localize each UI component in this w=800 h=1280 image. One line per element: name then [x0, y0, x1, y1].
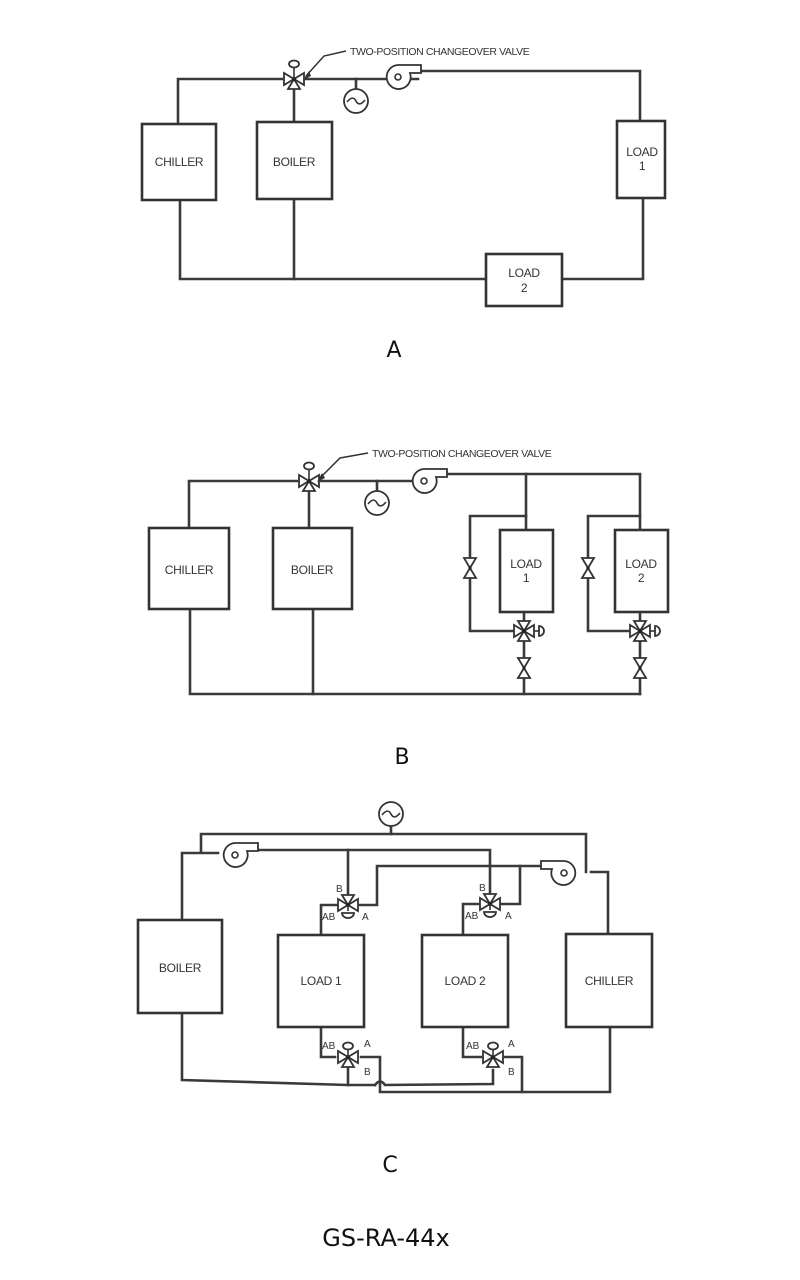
piping-c [180, 820, 612, 1094]
expansion-tank-icon [343, 88, 369, 114]
figure-code: GS-RA-44x [322, 1224, 450, 1252]
callout-leader-a [303, 50, 347, 80]
piping-a [176, 69, 645, 281]
changeover-valve-icon [283, 59, 305, 90]
port-label-a: A [362, 912, 369, 923]
chiller-box [564, 932, 654, 1029]
changeover-valve-callout: TWO-POSITION CHANGEOVER VALVE [350, 46, 530, 58]
panel-a: CHILLER BOILER LOAD 1 LOAD 2 TWO-POSITIO… [140, 46, 667, 308]
port-label-a: A [508, 1039, 515, 1050]
balancing-valve-icon [463, 557, 477, 579]
chiller-label: CHILLER [165, 563, 214, 577]
three-way-valve-icon [337, 1041, 359, 1068]
load1-box [615, 119, 667, 200]
chiller-box [147, 526, 231, 611]
port-label-a: A [364, 1039, 371, 1050]
boiler-box [255, 120, 334, 201]
boiler-label: BOILER [159, 961, 202, 975]
isolation-valve-icon [517, 657, 531, 679]
callout-leader-b [317, 452, 369, 482]
port-label-ab: AB [466, 1041, 480, 1052]
load2-number: 2 [521, 281, 528, 295]
three-way-valve-icon [482, 1041, 504, 1068]
balancing-valve-icon [581, 557, 595, 579]
three-way-valve-icon [337, 894, 359, 919]
load2-number: 2 [638, 571, 645, 585]
panel-label-b: B [394, 745, 409, 770]
three-way-valve-icon [479, 893, 501, 918]
piping-b [187, 472, 642, 696]
pump-icon [540, 860, 577, 886]
pump-icon [222, 842, 259, 868]
boiler-box [136, 918, 224, 1015]
panel-label-a: A [386, 338, 401, 363]
panel-b: CHILLER BOILER LOAD 1 LOAD 2 TWO-POSITIO… [147, 448, 670, 696]
port-label-b: B [336, 884, 343, 895]
load2-box [484, 252, 564, 308]
chiller-label: CHILLER [585, 974, 634, 988]
isolation-valve-icon [633, 657, 647, 679]
port-label-ab: AB [322, 912, 336, 923]
boiler-box [271, 526, 354, 611]
panel-c: BOILER LOAD 1 LOAD 2 CHILLER B AB A B AB… [136, 801, 654, 1094]
port-label-b: B [479, 883, 486, 894]
port-label-b: B [508, 1067, 515, 1078]
pump-icon [411, 468, 448, 494]
panel-label-c: C [382, 1153, 397, 1178]
boiler-label: BOILER [273, 155, 316, 169]
load1-number: 1 [523, 571, 530, 585]
chiller-box [140, 122, 218, 202]
port-label-a: A [505, 911, 512, 922]
load1-number: 1 [639, 159, 646, 173]
chiller-label: CHILLER [155, 155, 204, 169]
load2-label: LOAD [625, 557, 657, 571]
port-label-ab: AB [465, 911, 479, 922]
load1-box [276, 933, 366, 1029]
load2-label: LOAD [508, 266, 540, 280]
load1-label: LOAD [626, 145, 658, 159]
load2-box [613, 528, 670, 614]
pump-icon [385, 64, 422, 90]
expansion-tank-icon [378, 801, 404, 827]
three-way-control-valve-icon [513, 620, 545, 642]
load1-label: LOAD 1 [301, 974, 343, 988]
changeover-valve-callout: TWO-POSITION CHANGEOVER VALVE [372, 448, 552, 460]
load2-box [420, 933, 510, 1029]
port-label-b: B [364, 1067, 371, 1078]
expansion-tank-icon [364, 490, 390, 516]
three-way-control-valve-icon [629, 620, 661, 642]
load1-box [498, 528, 555, 614]
load2-label: LOAD 2 [445, 974, 487, 988]
load1-label: LOAD [510, 557, 542, 571]
port-label-ab: AB [322, 1041, 336, 1052]
boiler-label: BOILER [291, 563, 334, 577]
changeover-valve-icon [298, 461, 320, 492]
